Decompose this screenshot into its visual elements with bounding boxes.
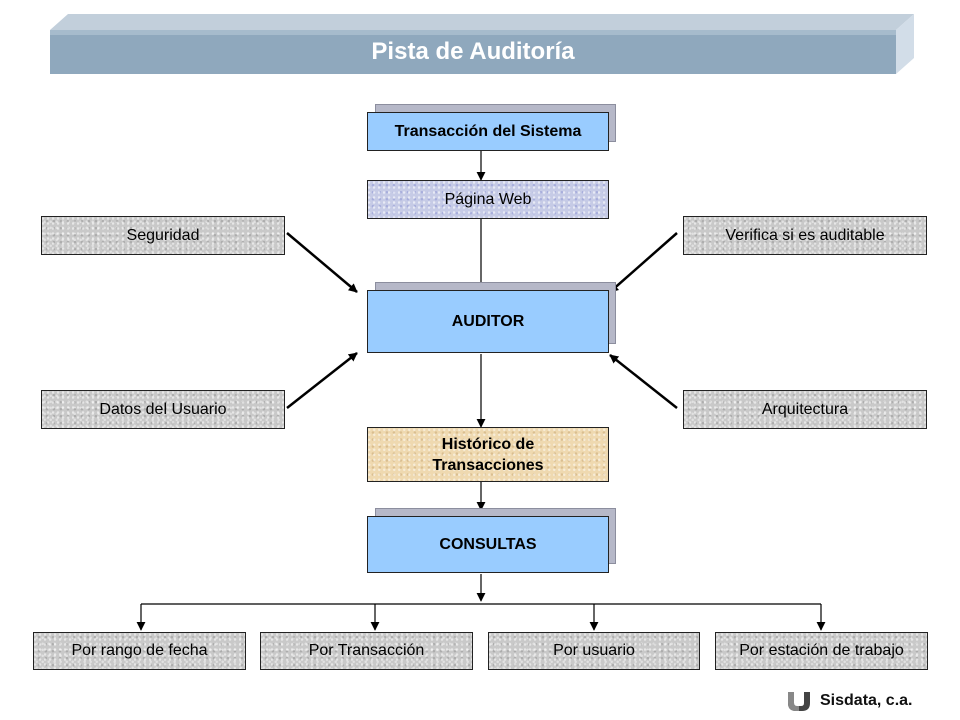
transaccion-node: Transacción del Sistema	[367, 112, 609, 151]
pagina-web-node: Página Web	[367, 180, 609, 219]
seguridad-node: Seguridad	[41, 216, 285, 255]
historico-node: Histórico de Transacciones	[367, 427, 609, 482]
por-transaccion-node: Por Transacción	[260, 632, 473, 670]
por-rango-fecha-node: Por rango de fecha	[33, 632, 246, 670]
historico-line-1: Histórico de	[441, 435, 535, 453]
historico-line-2: Transacciones	[432, 456, 544, 474]
por-estacion-node: Por estación de trabajo	[715, 632, 928, 670]
verifica-auditable-node: Verifica si es auditable	[683, 216, 927, 255]
page-title: Pista de Auditoría	[371, 38, 575, 65]
title-banner	[50, 14, 914, 74]
arrow-arquitectura-to-auditor	[609, 354, 678, 409]
por-usuario-node: Por usuario	[488, 632, 700, 670]
brand-name: Sisdata, c.a.	[820, 692, 913, 709]
arrow-datos-to-auditor	[286, 352, 358, 409]
sisdata-logo-icon	[788, 692, 810, 711]
arrow-seguridad-to-auditor	[286, 232, 358, 293]
auditor-node: AUDITOR	[367, 290, 609, 353]
arquitectura-node: Arquitectura	[683, 390, 927, 429]
arrow-verifica-to-auditor	[609, 232, 678, 293]
footer-brand: Sisdata, c.a.	[786, 686, 913, 716]
consultas-node: CONSULTAS	[367, 516, 609, 573]
datos-usuario-node: Datos del Usuario	[41, 390, 285, 429]
